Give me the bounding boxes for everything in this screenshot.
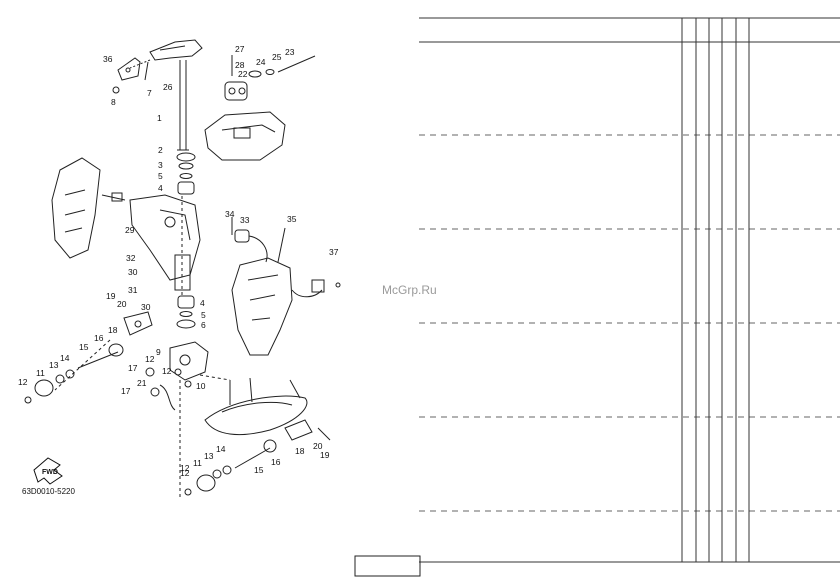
callout-label: 31	[128, 285, 138, 295]
drawing-code: 63D0010-5220	[22, 487, 75, 496]
callout-label: 10	[196, 381, 206, 391]
callout-label: 27	[235, 44, 245, 54]
callout-label: 15	[254, 465, 264, 475]
callout-label: 16	[271, 457, 281, 467]
callout-label: 32	[126, 253, 136, 263]
callout-label: 22	[238, 69, 248, 79]
callout-label: 35	[287, 214, 297, 224]
watermark: McGrp.Ru	[382, 283, 437, 297]
fwd-label: FWD	[42, 469, 58, 476]
callout-label: 29	[125, 225, 135, 235]
callout-label: 19	[320, 450, 330, 460]
callout-label: 3	[158, 160, 163, 170]
callout-label: 37	[329, 247, 339, 257]
table-frame	[419, 17, 840, 563]
callout-label: 8	[111, 97, 116, 107]
callout-label: 4	[158, 183, 163, 193]
callout-label: 30	[141, 302, 151, 312]
callout-label: 18	[108, 325, 118, 335]
exploded-parts-diagram: FWD 63D0010-5220 36 7 8 26 27 28 22 24 2…	[18, 39, 341, 500]
callout-label: 5	[201, 310, 206, 320]
callout-label: 28	[235, 60, 245, 70]
callout-label: 18	[295, 446, 305, 456]
callout-label: 25	[272, 52, 282, 62]
callout-label: 12	[145, 354, 155, 364]
fwd-arrow-icon: FWD	[33, 457, 63, 485]
callout-label: 2	[158, 145, 163, 155]
callout-label: 16	[94, 333, 104, 343]
callout-label: 33	[240, 215, 250, 225]
callout-label: 4	[200, 298, 205, 308]
callout-label: 13	[49, 360, 59, 370]
callout-label: 12	[180, 463, 190, 473]
callout-label: 1	[157, 113, 162, 123]
page-number-box	[354, 555, 421, 577]
callout-label: 17	[121, 386, 131, 396]
callout-label: 26	[163, 82, 173, 92]
callout-label: 12	[162, 366, 172, 376]
callout-label: 20	[313, 441, 323, 451]
callout-label: 19	[106, 291, 116, 301]
callout-label: 24	[256, 57, 266, 67]
callout-label: 15	[79, 342, 89, 352]
callout-label: 14	[60, 353, 70, 363]
callout-label: 6	[201, 320, 206, 330]
callout-label: 14	[216, 444, 226, 454]
callout-label: 12	[180, 468, 190, 478]
callout-label: 36	[103, 54, 113, 64]
callout-label: 9	[156, 347, 161, 357]
callout-label: 11	[193, 458, 202, 468]
part-callouts: 36 7 8 26 27 28 22 24 25 23 1 2 3 5 4 34…	[18, 44, 339, 478]
callout-label: 11	[36, 368, 45, 378]
callout-label: 17	[128, 363, 138, 373]
callout-label: 7	[147, 88, 152, 98]
diagram-artwork	[24, 39, 341, 500]
callout-label: 5	[158, 171, 163, 181]
row-dividers	[419, 134, 840, 512]
callout-label: 21	[137, 378, 147, 388]
callout-label: 34	[225, 209, 235, 219]
callout-label: 23	[285, 47, 295, 57]
callout-label: 20	[117, 299, 127, 309]
callout-label: 12	[18, 377, 28, 387]
callout-label: 30	[128, 267, 138, 277]
callout-label: 13	[204, 451, 214, 461]
